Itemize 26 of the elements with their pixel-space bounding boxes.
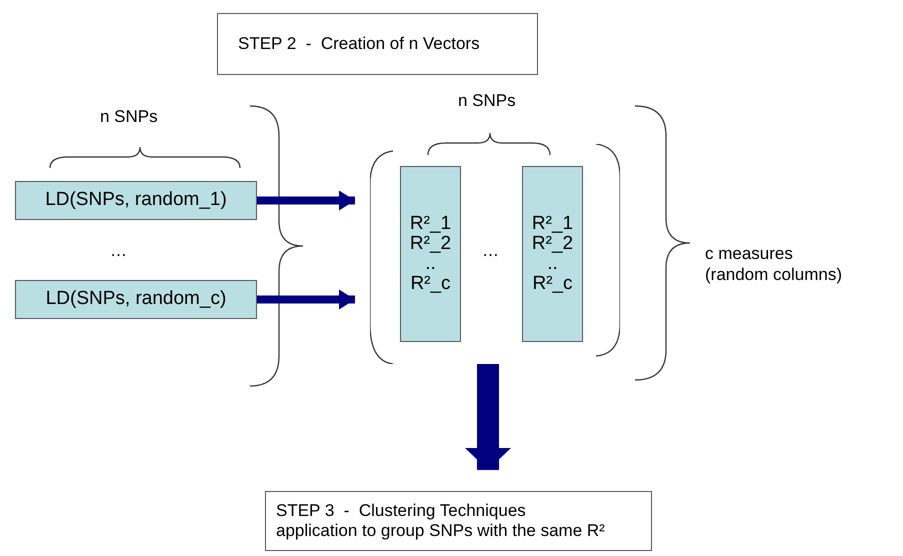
value-text: R²_c (410, 274, 451, 294)
step-box (265, 491, 652, 551)
box-text: STEP 2 - Creation of n Vectors (238, 34, 480, 54)
vector-column (400, 166, 461, 342)
box-text: LD(SNPs, random_c) (46, 288, 226, 311)
ld-box (15, 280, 257, 319)
value-text: .. (425, 254, 436, 274)
value-text: .. (547, 254, 558, 274)
ellipsis-text: … (482, 240, 499, 262)
value-text: R²_2 (410, 234, 452, 254)
value-text: R²_1 (532, 214, 574, 234)
box-text: LD(SNPs, random_1) (45, 189, 227, 212)
note-text: c measures (random columns) (705, 243, 843, 286)
ellipsis-text: … (110, 240, 127, 262)
value-text: R²_c (532, 274, 573, 294)
block-arrow (257, 190, 355, 210)
step-box (217, 13, 538, 75)
block-arrow (257, 290, 355, 310)
value-text: R²_2 (532, 234, 574, 254)
block-arrow (465, 364, 511, 470)
brace-label: n SNPs (458, 90, 516, 112)
ld-box (15, 181, 257, 220)
vector-column (522, 166, 583, 342)
brace-label: n SNPs (100, 106, 158, 128)
value-text: R²_1 (410, 214, 452, 234)
box-text: STEP 3 - Clustering Techniques application to group SNPs with the same R² (276, 500, 606, 542)
